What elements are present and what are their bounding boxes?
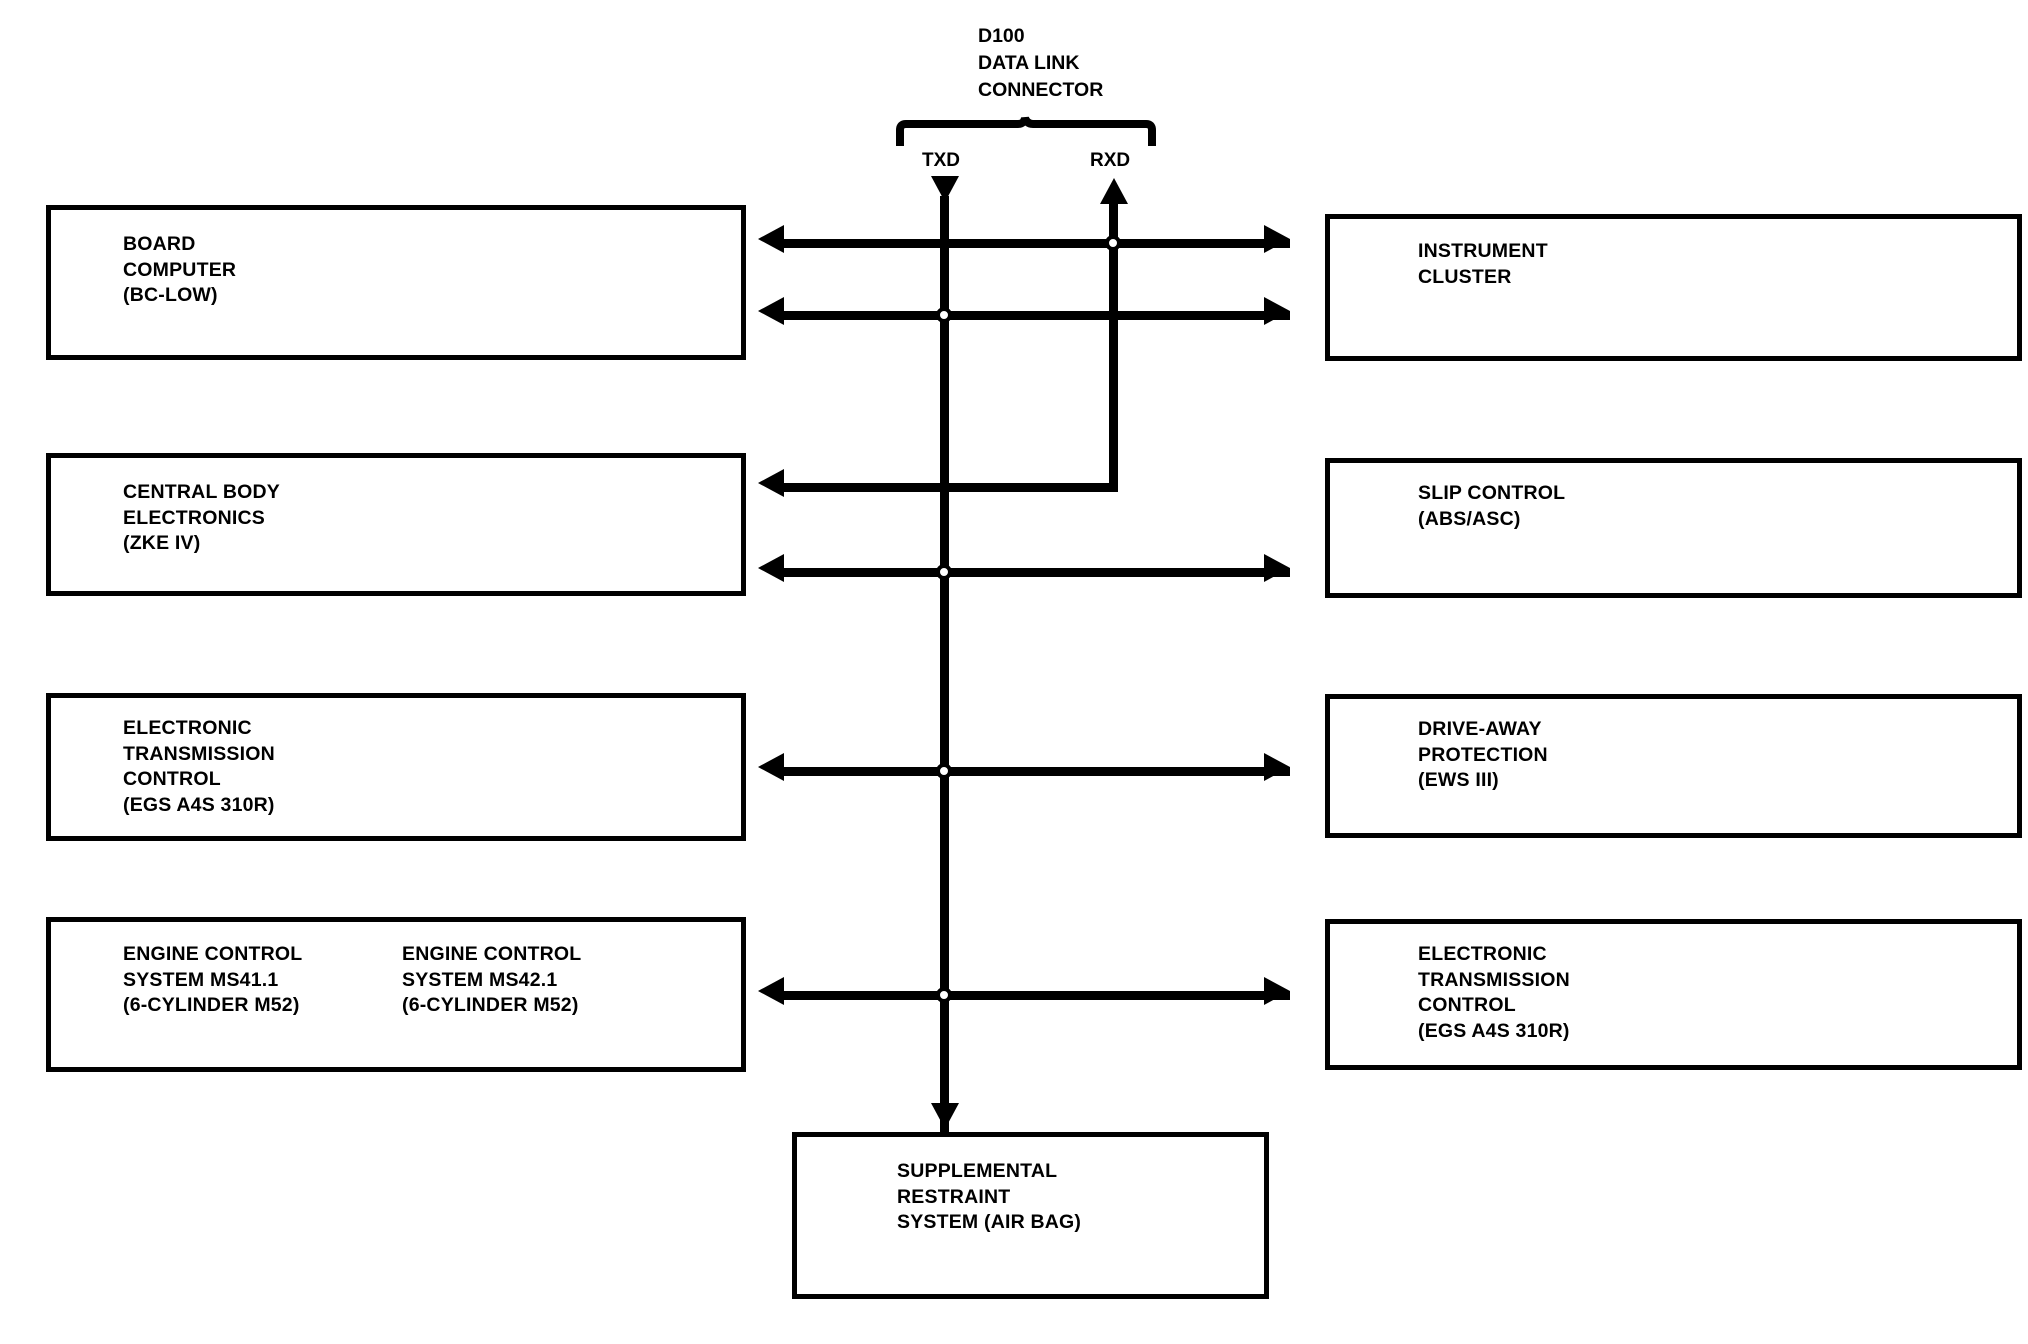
row1-lower-left-arrow-icon bbox=[758, 297, 784, 325]
node-central-body-electronics[interactable]: CENTRAL BODY ELECTRONICS (ZKE IV) bbox=[46, 453, 746, 596]
node-board-computer-line3: (BC-LOW) bbox=[123, 284, 218, 306]
node-central-body-electronics-line1: CENTRAL BODY bbox=[123, 481, 280, 503]
node-electronic-transmission-control-right-line1: ELECTRONIC bbox=[1418, 943, 1547, 965]
rxd-return-line bbox=[782, 483, 1118, 492]
pin-label-rxd: RXD bbox=[1090, 150, 1131, 171]
rxd-return-left-arrow-icon bbox=[758, 469, 784, 497]
node-engine-control-system-a-line3: (6-CYLINDER M52) bbox=[123, 994, 300, 1016]
row2-left-arrow-icon bbox=[758, 554, 784, 582]
node-board-computer-line1: BOARD bbox=[123, 233, 196, 255]
row1-lower-txd-junction bbox=[936, 307, 952, 323]
node-board-computer[interactable]: BOARD COMPUTER (BC-LOW) bbox=[46, 205, 746, 360]
row4-txd-junction bbox=[936, 987, 952, 1003]
connector-title-line2: DATA LINK bbox=[978, 52, 1080, 74]
node-engine-control-system-a-line2: SYSTEM MS41.1 bbox=[123, 968, 279, 991]
node-slip-control-line1: SLIP CONTROL bbox=[1418, 482, 1566, 504]
node-engine-control-system-a-line1: ENGINE CONTROL bbox=[123, 943, 303, 965]
connector-title-line1: D100 bbox=[978, 25, 1025, 47]
node-drive-away-protection-line1: DRIVE-AWAY bbox=[1418, 718, 1542, 740]
node-electronic-transmission-control-right-line4: (EGS A4S 310R) bbox=[1418, 1019, 1570, 1042]
node-supplemental-restraint-system[interactable]: SUPPLEMENTAL RESTRAINT SYSTEM (AIR BAG) bbox=[792, 1132, 1269, 1299]
connector-title-line3: CONNECTOR bbox=[978, 79, 1104, 101]
row1-lower-link-line bbox=[782, 311, 1290, 320]
node-electronic-transmission-control-right-line2: TRANSMISSION bbox=[1418, 968, 1570, 991]
node-central-body-electronics-line2: ELECTRONICS bbox=[123, 506, 265, 529]
row4-link-line bbox=[782, 991, 1290, 1000]
pin-label-txd: TXD bbox=[922, 150, 960, 171]
node-drive-away-protection-line3: (EWS III) bbox=[1418, 769, 1499, 791]
node-electronic-transmission-control-left-line3: CONTROL bbox=[123, 768, 221, 790]
node-central-body-electronics-line3: (ZKE IV) bbox=[123, 532, 201, 554]
row2-txd-junction bbox=[936, 564, 952, 580]
node-electronic-transmission-control-left[interactable]: ELECTRONIC TRANSMISSION CONTROL (EGS A4S… bbox=[46, 693, 746, 841]
rxd-bus-line bbox=[1109, 200, 1118, 488]
node-slip-control[interactable]: SLIP CONTROL (ABS/ASC) bbox=[1325, 458, 2022, 598]
node-supplemental-restraint-system-line3: SYSTEM (AIR BAG) bbox=[897, 1211, 1082, 1233]
row4-left-arrow-icon bbox=[758, 977, 784, 1005]
node-supplemental-restraint-system-line1: SUPPLEMENTAL bbox=[897, 1160, 1058, 1182]
node-engine-control-system-b-line2: SYSTEM MS42.1 bbox=[402, 968, 558, 991]
node-instrument-cluster-line2: CLUSTER bbox=[1418, 265, 1512, 288]
row3-txd-junction bbox=[936, 763, 952, 779]
node-electronic-transmission-control-right[interactable]: ELECTRONIC TRANSMISSION CONTROL (EGS A4S… bbox=[1325, 919, 2022, 1070]
node-instrument-cluster-line1: INSTRUMENT bbox=[1418, 240, 1548, 262]
node-supplemental-restraint-system-line2: RESTRAINT bbox=[897, 1185, 1011, 1208]
node-electronic-transmission-control-left-line2: TRANSMISSION bbox=[123, 742, 275, 765]
row2-link-line bbox=[782, 568, 1290, 577]
row4-right-arrow-icon bbox=[1264, 977, 1290, 1005]
node-board-computer-line2: COMPUTER bbox=[123, 258, 237, 281]
row1-upper-left-arrow-icon bbox=[758, 225, 784, 253]
node-instrument-cluster[interactable]: INSTRUMENT CLUSTER bbox=[1325, 214, 2022, 361]
node-drive-away-protection[interactable]: DRIVE-AWAY PROTECTION (EWS III) bbox=[1325, 694, 2022, 838]
row1-upper-rxd-junction bbox=[1105, 235, 1121, 251]
node-electronic-transmission-control-left-line1: ELECTRONIC bbox=[123, 717, 252, 739]
row1-lower-right-arrow-icon bbox=[1264, 297, 1290, 325]
row1-upper-link-line bbox=[782, 239, 1290, 248]
row3-left-arrow-icon bbox=[758, 753, 784, 781]
node-electronic-transmission-control-right-line3: CONTROL bbox=[1418, 994, 1516, 1016]
node-electronic-transmission-control-left-line4: (EGS A4S 310R) bbox=[123, 793, 275, 816]
row1-upper-right-arrow-icon bbox=[1264, 225, 1290, 253]
row2-right-arrow-icon bbox=[1264, 554, 1290, 582]
node-engine-control-system-b-line1: ENGINE CONTROL bbox=[402, 943, 582, 965]
txd-bottom-arrow-icon bbox=[931, 1103, 959, 1129]
node-engine-control-system[interactable]: ENGINE CONTROL SYSTEM MS41.1 (6-CYLINDER… bbox=[46, 917, 746, 1072]
connector-bracket bbox=[896, 116, 1156, 148]
node-drive-away-protection-line2: PROTECTION bbox=[1418, 743, 1548, 766]
node-slip-control-line2: (ABS/ASC) bbox=[1418, 507, 1521, 530]
node-engine-control-system-b-line3: (6-CYLINDER M52) bbox=[402, 994, 579, 1016]
txd-bus-line bbox=[940, 196, 949, 1136]
rxd-top-arrow-icon bbox=[1100, 178, 1128, 204]
row3-link-line bbox=[782, 767, 1290, 776]
row3-right-arrow-icon bbox=[1264, 753, 1290, 781]
